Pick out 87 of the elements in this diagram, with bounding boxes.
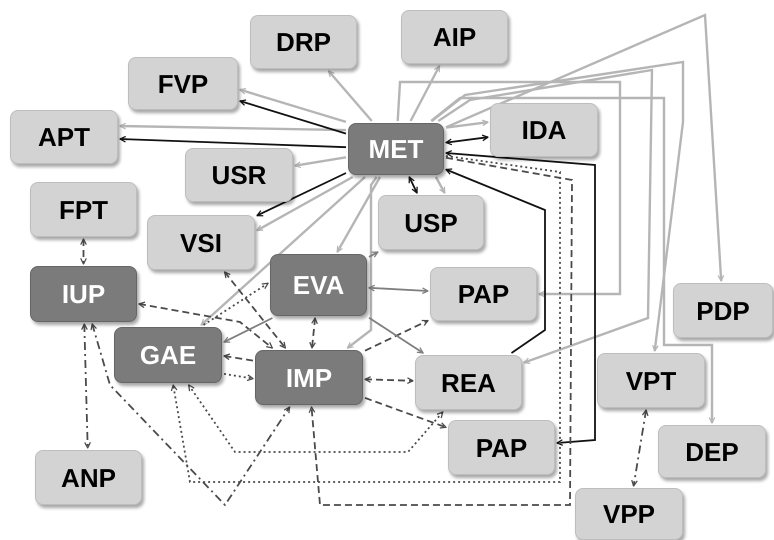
connector-arrow [431, 60, 684, 352]
connector-arrow [223, 353, 254, 362]
connector-arrow [346, 176, 378, 349]
connector-arrow [446, 120, 489, 129]
connector-arrow [256, 176, 354, 232]
connector-arrow [445, 168, 546, 354]
connector-arrow [396, 80, 622, 298]
process-box [128, 57, 238, 110]
process-box [147, 215, 255, 270]
process-box [185, 148, 293, 202]
connector-arrow [336, 176, 382, 253]
connector-arrow [200, 176, 366, 326]
connector-arrow [410, 65, 440, 122]
connector-arrow [430, 96, 716, 424]
node-label: IUP [62, 281, 106, 307]
process-box [430, 267, 537, 321]
connector-arrow [368, 317, 424, 354]
node-label: APT [38, 124, 90, 150]
connector-arrow [445, 134, 489, 146]
process-box [348, 123, 444, 175]
connector-arrow [308, 156, 573, 506]
process-box [448, 420, 555, 475]
process-box [490, 103, 598, 157]
node-label: EVA [292, 272, 344, 298]
node-label: PAP [458, 281, 510, 307]
connector-arrow [224, 373, 254, 382]
connector-arrow [434, 176, 446, 194]
node-label: DEP [685, 438, 739, 464]
node-label: PDP [696, 298, 750, 324]
node-label: FVP [158, 70, 208, 96]
node-label: FPT [58, 196, 108, 222]
connector-arrow [368, 284, 429, 294]
connector-arrow [239, 88, 346, 124]
connector-arrow [256, 172, 346, 216]
connector-arrow [224, 271, 286, 349]
connector-arrow [364, 320, 429, 352]
node-label: IMP [286, 364, 332, 390]
connector-arrow [119, 122, 346, 132]
node-label: VPT [626, 368, 676, 394]
process-box [35, 450, 142, 505]
node-label: GAE [140, 342, 196, 368]
node-label: IDA [522, 117, 566, 143]
connector-arrow [138, 302, 273, 349]
process-box [250, 15, 357, 69]
connector-arrow [446, 13, 724, 282]
connector-arrow [438, 68, 654, 364]
connector-arrow [294, 156, 346, 168]
process-box [415, 355, 522, 410]
node-label: USR [212, 162, 266, 188]
node-label: VPP [602, 501, 656, 527]
node-label: DRP [276, 29, 331, 55]
process-box [270, 254, 367, 316]
connector-arrow [203, 282, 269, 326]
process-box [401, 10, 508, 64]
connector-arrow [239, 99, 346, 134]
connector-arrow [170, 155, 561, 483]
connector-arrow [368, 251, 379, 258]
process-box [10, 110, 118, 164]
process-box [673, 283, 773, 338]
process-box [30, 182, 137, 237]
process-box [597, 353, 705, 408]
node-label: REA [441, 370, 496, 396]
process-box [658, 425, 766, 478]
connector-arrow [81, 323, 91, 449]
connector-arrow [223, 317, 273, 343]
node-label: VSI [180, 230, 222, 256]
connector-arrow [364, 376, 414, 384]
process-box [255, 350, 363, 405]
connector-arrow [309, 317, 318, 349]
connector-arrow [364, 397, 447, 429]
node-label: MET [368, 136, 424, 162]
connector-arrow [80, 238, 87, 265]
connector-arrow [445, 150, 596, 446]
connector-arrow [90, 323, 290, 506]
process-box [378, 195, 484, 250]
process-box [575, 488, 683, 540]
process-box [114, 327, 222, 383]
connector-arrow [631, 409, 649, 487]
node-label: AIP [432, 24, 476, 50]
connector-arrow [408, 176, 418, 194]
process-box [30, 266, 137, 322]
connector-arrow [188, 384, 444, 453]
node-label: ANP [61, 464, 116, 490]
node-label: PAP [476, 434, 528, 460]
connector-arrow [328, 70, 373, 122]
connector-arrow [119, 136, 346, 148]
node-label: USP [404, 210, 458, 236]
